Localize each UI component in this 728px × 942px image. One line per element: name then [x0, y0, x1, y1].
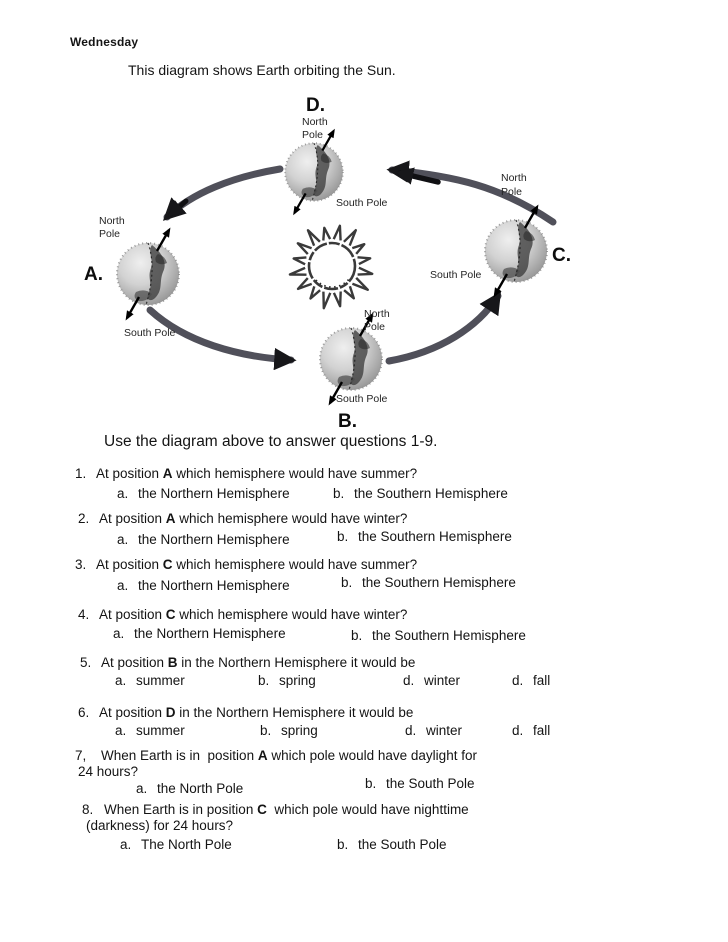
option-a: a.The North Pole [120, 837, 232, 852]
pole-labels: North Pole South Pole North Pole South P… [99, 116, 527, 405]
question-text: At position D in the Northern Hemisphere… [99, 705, 414, 720]
earth-position-a [117, 230, 179, 318]
question-number: 7, [75, 748, 87, 763]
question-text: At position C which hemisphere would hav… [99, 607, 408, 622]
option-a: a.the Northern Hemisphere [117, 486, 290, 501]
position-label-b: B. [338, 411, 357, 432]
option-b: b.the Southern Hemisphere [341, 575, 516, 590]
option-a: a.the Northern Hemisphere [117, 578, 290, 593]
option-b: b.the South Pole [365, 776, 475, 791]
north-pole-label-c2: Pole [501, 186, 522, 198]
question-number: 1. [75, 466, 87, 481]
intro-text: This diagram shows Earth orbiting the Su… [128, 62, 396, 78]
north-pole-label-c: North [501, 172, 527, 184]
instruction-text: Use the diagram above to answer question… [104, 433, 438, 450]
option-c: d.winter [405, 723, 463, 738]
option-d: d.fall [512, 673, 551, 688]
option-b: b.the Southern Hemisphere [333, 486, 508, 501]
day-label: Wednesday [70, 35, 139, 49]
position-label-c: C. [552, 245, 571, 266]
orbit-arrow-b-to-c [385, 291, 502, 365]
option-a: a.the Northern Hemisphere [117, 532, 290, 547]
north-pole-label-d2: Pole [302, 129, 323, 141]
question-number: 6. [78, 705, 90, 720]
option-a: a.summer [115, 673, 185, 688]
orbit-arrow-d-to-a [162, 165, 284, 221]
option-d: d.fall [512, 723, 551, 738]
south-pole-label-c: South Pole [430, 269, 482, 281]
question-text: When Earth is in position C which pole w… [104, 802, 469, 817]
option-a: a.the North Pole [136, 781, 244, 796]
south-pole-label-a: South Pole [124, 327, 176, 339]
question-number: 3. [75, 557, 87, 572]
question-text: At position A which hemisphere would hav… [96, 466, 418, 481]
question-number: 4. [78, 607, 90, 622]
sun-icon [288, 224, 374, 310]
north-pole-label-b2: Pole [364, 321, 385, 333]
option-b: b.the Southern Hemisphere [337, 529, 512, 544]
option-b: b.spring [258, 673, 316, 688]
orbit-arrow-a-to-b [146, 306, 297, 371]
north-pole-label-a2: Pole [99, 228, 120, 240]
south-pole-label-d: South Pole [336, 197, 388, 209]
north-pole-label-b: North [364, 308, 390, 320]
option-b: b.spring [260, 723, 318, 738]
question-text: At position A which hemisphere would hav… [99, 511, 408, 526]
option-a: a.summer [115, 723, 185, 738]
question-number: 8. [82, 802, 94, 817]
north-pole-label-d: North [302, 116, 328, 128]
sun-rays [288, 224, 374, 310]
position-label-d: D. [306, 95, 325, 116]
orbit-diagram: D. A. B. C. North Pole South Pole North … [84, 95, 571, 432]
option-b: b.the South Pole [337, 837, 447, 852]
option-b: b.the Southern Hemisphere [351, 628, 526, 643]
earth-position-d [285, 131, 343, 213]
option-c: d.winter [403, 673, 461, 688]
option-a: a.the Northern Hemisphere [113, 626, 286, 641]
question-text-line2: (darkness) for 24 hours? [86, 818, 234, 833]
south-pole-label-b: South Pole [336, 393, 388, 405]
orbit-arrow-overlay-left [167, 198, 189, 217]
position-label-a: A. [84, 264, 103, 285]
question-text: At position B in the Northern Hemisphere… [101, 655, 416, 670]
north-pole-label-a: North [99, 215, 125, 227]
orbit-arrow-overlay-top [395, 167, 441, 185]
question-number: 2. [78, 511, 90, 526]
question-text: When Earth is in position A which pole w… [101, 748, 477, 763]
question-text: At position C which hemisphere would hav… [96, 557, 418, 572]
question-number: 5. [80, 655, 92, 670]
question-text-line2: 24 hours? [78, 764, 139, 779]
earth-position-c [485, 207, 547, 295]
